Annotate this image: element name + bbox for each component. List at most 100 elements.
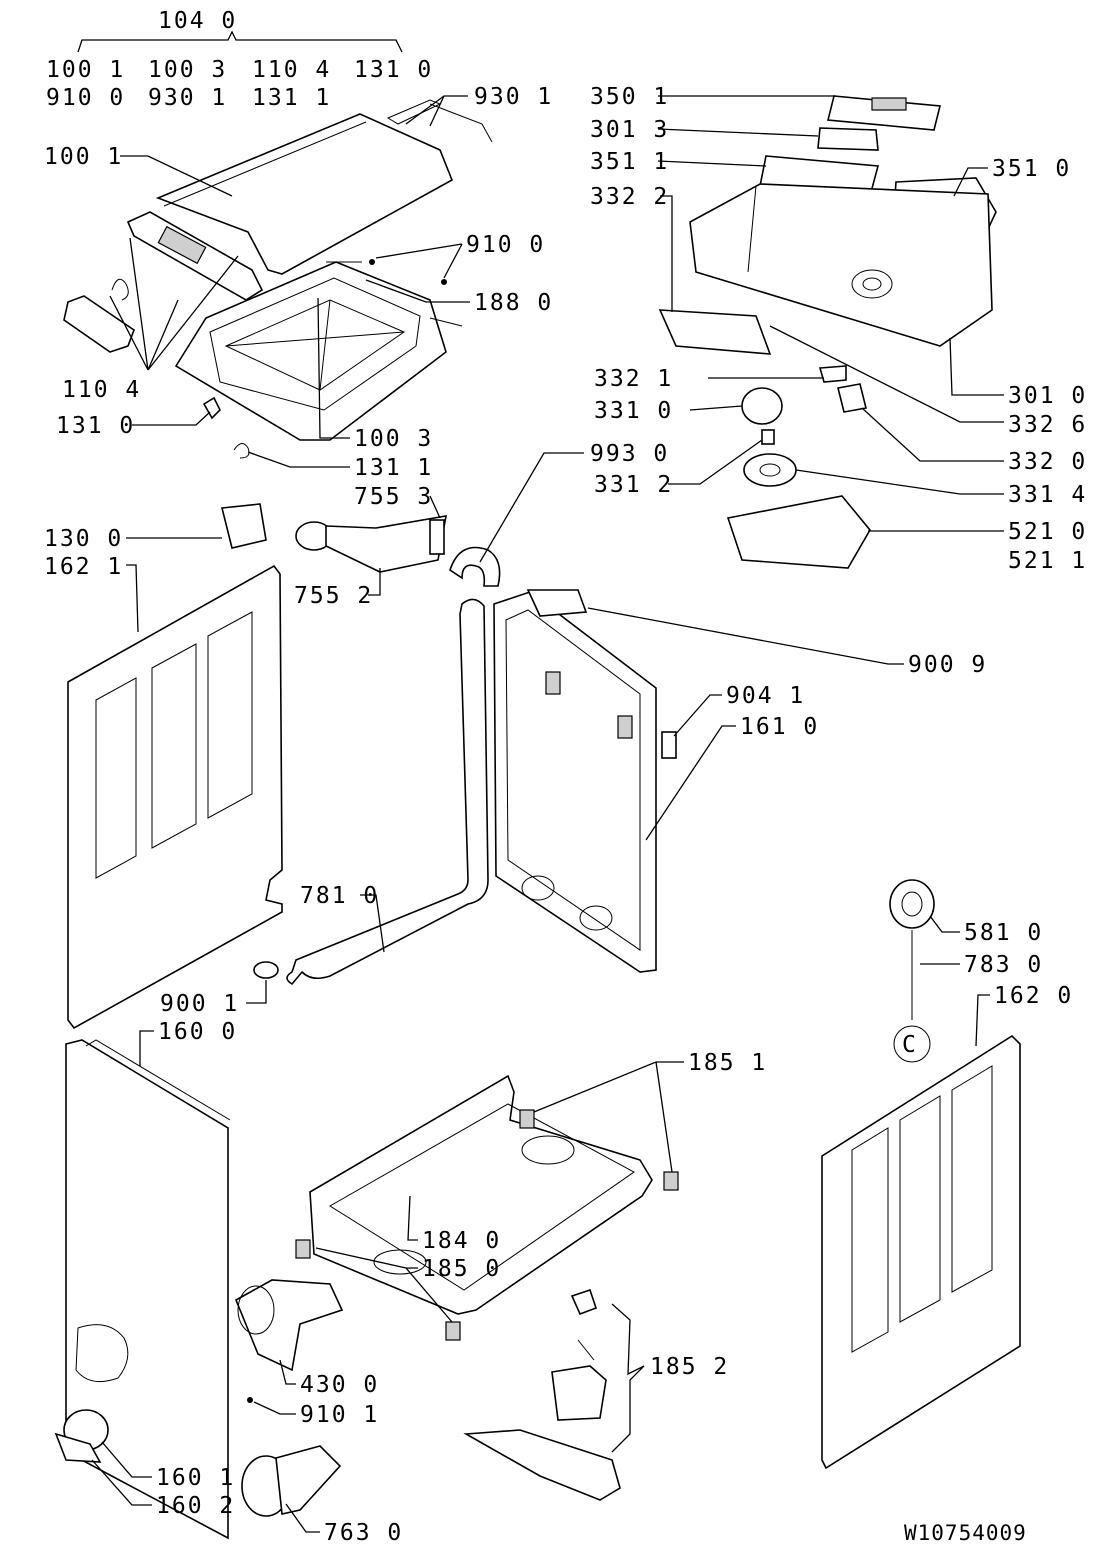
part-label-1620: 162 0 <box>994 983 1073 1009</box>
part-label-7810: 781 0 <box>300 883 379 909</box>
lid-part <box>155 113 454 275</box>
part-label-1104: 110 4 <box>62 377 141 403</box>
part-label-9930: 993 0 <box>590 441 669 467</box>
part-label-3310: 331 0 <box>594 398 673 424</box>
support-foot-part <box>463 1429 621 1501</box>
part-label-7552: 755 2 <box>294 583 373 609</box>
top-frame-part <box>174 261 447 441</box>
door-hinge-part <box>54 1432 102 1463</box>
part-label-3314: 331 4 <box>1008 482 1087 508</box>
foot-part <box>519 1109 535 1129</box>
front-panel <box>54 1039 231 1540</box>
part-labels: 930 1 100 1 910 0 188 0 110 4 131 0 100 … <box>44 84 1087 1546</box>
part-label-9009: 900 9 <box>908 652 987 678</box>
part-label-9301: 930 1 <box>474 84 553 110</box>
part-label-5810: 581 0 <box>964 920 1043 946</box>
part-label-9101: 910 1 <box>300 1402 379 1428</box>
part-label-1003: 100 3 <box>354 426 433 452</box>
part-label-7830: 783 0 <box>964 952 1043 978</box>
rear-panel-part <box>493 591 657 973</box>
part-label-1001: 100 1 <box>44 144 123 170</box>
part-label-3511: 351 1 <box>590 149 669 175</box>
front-panel-part <box>65 1039 229 1540</box>
left-side-panel <box>67 564 283 1030</box>
encoder-ring-part <box>743 453 797 487</box>
base-frame-part <box>309 1074 653 1315</box>
part-label-1600: 160 0 <box>158 1019 237 1045</box>
group-member-9100: 910 0 <box>46 85 125 111</box>
drain-hose-part <box>286 598 489 986</box>
group-member-1311: 131 1 <box>252 85 331 111</box>
group-header: 104 0 100 1 100 3 110 4 131 0 910 0 930 … <box>46 8 433 111</box>
pump-part <box>234 1279 344 1372</box>
handle-part <box>63 295 135 353</box>
part-label-3320: 332 0 <box>1008 449 1087 475</box>
part-label-5211: 521 1 <box>1008 548 1087 574</box>
part-label-4300: 430 0 <box>300 1372 379 1398</box>
right-parts: C <box>821 879 1021 1470</box>
dispenser-part <box>726 495 871 569</box>
part-label-3010: 301 0 <box>1008 383 1087 409</box>
pump-assembly <box>234 1279 344 1517</box>
support-part <box>551 1365 607 1421</box>
group-member-1310: 131 0 <box>354 57 433 83</box>
part-label-9100: 910 0 <box>466 232 545 258</box>
top-bracket-part <box>526 589 588 617</box>
top-cover-assembly <box>63 99 493 459</box>
part-label-7553: 755 3 <box>354 484 433 510</box>
pulley-part <box>889 879 935 929</box>
control-panel-assembly <box>658 95 997 569</box>
rear-panel <box>493 589 677 973</box>
part-label-1602: 160 2 <box>156 1493 235 1519</box>
foot-part <box>445 1321 461 1341</box>
part-label-1610: 161 0 <box>740 714 819 740</box>
right-side-panel-part <box>821 1034 1021 1470</box>
marker-circle <box>893 1025 931 1063</box>
leader-lines <box>91 95 1004 1533</box>
part-label-3322: 332 2 <box>590 184 669 210</box>
part-label-1310: 131 0 <box>56 413 135 439</box>
part-label-1621: 162 1 <box>44 554 123 580</box>
base-frame <box>295 1074 679 1501</box>
part-label-3321: 332 1 <box>594 366 673 392</box>
group-member-1104: 110 4 <box>252 57 331 83</box>
group-member-9301: 930 1 <box>148 85 227 111</box>
drawing-number: W10754009 <box>904 1521 1027 1545</box>
part-label-1852: 185 2 <box>650 1354 729 1380</box>
part-label-1840: 184 0 <box>422 1228 501 1254</box>
hose-bend-part <box>449 546 501 587</box>
part-label-9001: 900 1 <box>160 991 239 1017</box>
foot-part <box>663 1171 679 1191</box>
knob-part <box>741 387 783 425</box>
group-member-1003: 100 3 <box>148 57 227 83</box>
clamp-part <box>253 961 279 979</box>
part-label-3326: 332 6 <box>1008 412 1087 438</box>
spring-part <box>111 278 129 301</box>
bellows-part <box>325 515 447 573</box>
part-label-5210: 521 0 <box>1008 519 1087 545</box>
part-label-1850: 185 0 <box>422 1256 501 1282</box>
keys-part <box>658 309 772 355</box>
group-member-1001: 100 1 <box>46 57 125 83</box>
marker-c: C <box>902 1032 916 1058</box>
door-lock-part <box>221 503 267 549</box>
left-side-panel-part <box>67 564 283 1030</box>
part-label-3312: 331 2 <box>594 472 673 498</box>
part-label-1601: 160 1 <box>156 1465 235 1491</box>
part-label-7630: 763 0 <box>324 1520 403 1546</box>
part-label-3501: 350 1 <box>590 84 669 110</box>
part-label-1300: 130 0 <box>44 526 123 552</box>
hose-assembly <box>221 503 501 986</box>
foot-part <box>295 1239 311 1259</box>
control-panel-part <box>689 183 993 347</box>
group-label: 104 0 <box>158 8 237 34</box>
part-label-3013: 301 3 <box>590 117 669 143</box>
part-label-9041: 904 1 <box>726 683 805 709</box>
part-label-3510: 351 0 <box>992 156 1071 182</box>
group-bracket <box>77 30 403 53</box>
part-label-1880: 188 0 <box>474 290 553 316</box>
part-label-1851: 185 1 <box>688 1050 767 1076</box>
display-window-part <box>817 127 879 151</box>
part-label-1311: 131 1 <box>354 455 433 481</box>
